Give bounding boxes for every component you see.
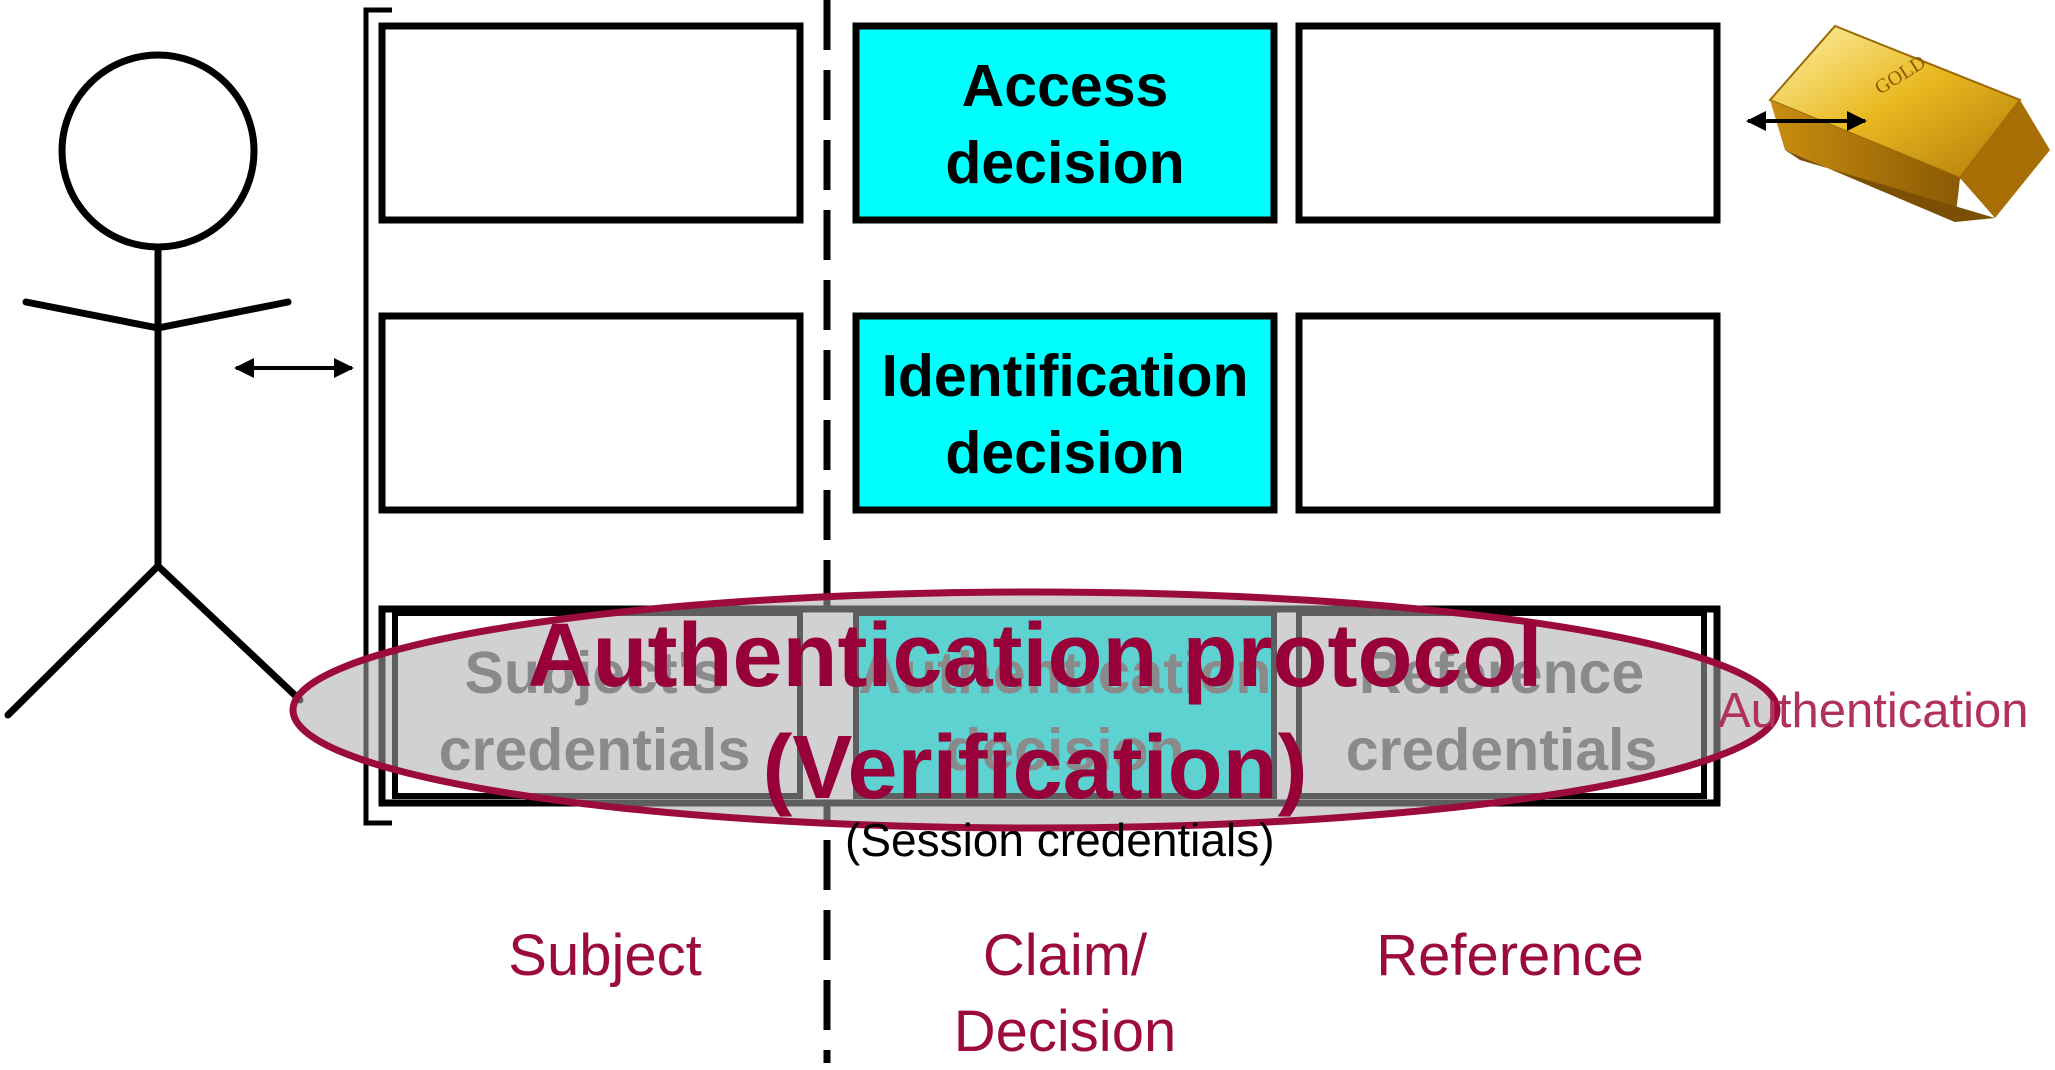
authentication-side-label: Authentication bbox=[1718, 684, 2029, 738]
protocol-line2: (Verification) bbox=[762, 718, 1308, 818]
identification-decision-line2: decision bbox=[945, 420, 1185, 486]
column-label-claim: Claim/ bbox=[982, 923, 1148, 988]
row2-subject-box bbox=[378, 312, 804, 514]
access-decision-line1: Access bbox=[961, 53, 1169, 119]
authentication-decision-label: Authentication decision bbox=[856, 635, 1274, 789]
identification-decision-line1: Identification bbox=[881, 343, 1249, 409]
subject-credentials-line2: credentials bbox=[438, 717, 751, 783]
reference-credentials-line1: Reference bbox=[1358, 640, 1645, 706]
reference-credentials-line2: credentials bbox=[1345, 717, 1658, 783]
authentication-protocol-label: Authentication protocol (Verification) bbox=[460, 600, 1610, 824]
person-figure-icon bbox=[4, 51, 304, 719]
left-bracket bbox=[363, 7, 392, 826]
row1-reference-box bbox=[1295, 22, 1721, 224]
protocol-line1: Authentication protocol bbox=[527, 606, 1543, 706]
authentication-decision-line2: decision bbox=[945, 717, 1185, 783]
column-label-subject: Subject bbox=[508, 923, 702, 988]
column-label-reference: Reference bbox=[1376, 923, 1644, 988]
reference-credentials-label: Reference credentials bbox=[1299, 635, 1704, 789]
row1-subject-box bbox=[378, 22, 804, 224]
gold-bar-icon: GOLD bbox=[1768, 24, 2050, 222]
access-decision-label: Access decision bbox=[856, 48, 1274, 202]
authentication-protocol-ellipse bbox=[289, 588, 1781, 832]
row2-decision-box bbox=[852, 312, 1278, 514]
access-decision-line2: decision bbox=[945, 130, 1185, 196]
subject-credentials-label: Subject's credentials bbox=[392, 635, 797, 789]
subject-credentials-line1: Subject's bbox=[464, 640, 725, 706]
row1-decision-box bbox=[852, 22, 1278, 224]
column-label-decision: Decision bbox=[953, 999, 1177, 1064]
session-credentials-note: (Session credentials) bbox=[845, 814, 1275, 866]
authentication-decision-line1: Authentication bbox=[858, 640, 1272, 706]
identification-decision-label: Identification decision bbox=[856, 338, 1274, 492]
column-label-claim-decision: Claim/ Decision bbox=[860, 918, 1270, 1070]
row2-reference-box bbox=[1295, 312, 1721, 514]
